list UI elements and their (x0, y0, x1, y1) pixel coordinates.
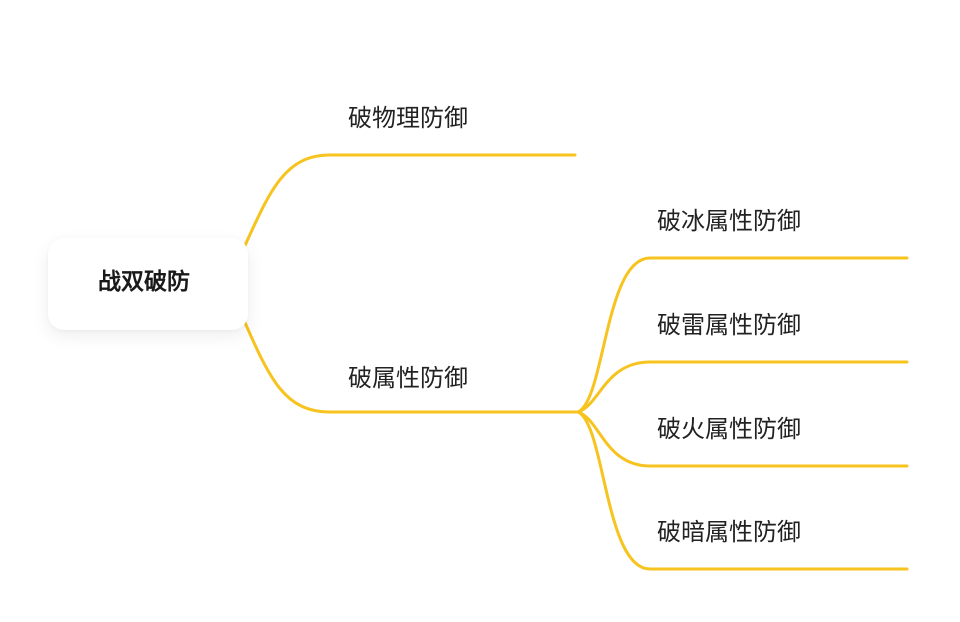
connector-attribute-to-thunder (576, 360, 909, 414)
leaf-fire-defense[interactable]: 破火属性防御 (657, 415, 801, 443)
connector-attribute-to-ice (576, 256, 909, 414)
leaf-dark-defense[interactable]: 破暗属性防御 (657, 518, 801, 546)
connector-root-to-attribute (241, 316, 580, 414)
connector-root-to-physical (241, 153, 577, 252)
root-node[interactable] (48, 238, 248, 330)
leaf-ice-defense[interactable]: 破冰属性防御 (657, 207, 801, 235)
branch-physical-defense[interactable]: 破物理防御 (348, 104, 468, 132)
root-node-label: 战双破防 (98, 269, 190, 295)
connector-attribute-to-fire (576, 410, 909, 468)
leaf-thunder-defense[interactable]: 破雷属性防御 (657, 311, 801, 339)
branch-attribute-defense[interactable]: 破属性防御 (348, 364, 468, 392)
connector-attribute-to-dark (576, 410, 909, 571)
